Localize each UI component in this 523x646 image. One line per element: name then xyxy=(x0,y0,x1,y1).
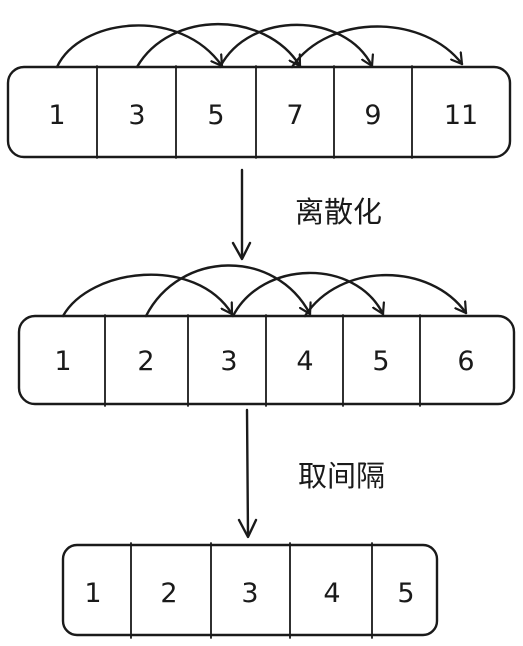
down-arrow-line xyxy=(245,408,250,538)
jump-arrow xyxy=(231,271,383,318)
jump-arrow xyxy=(135,22,302,69)
jump-arrow xyxy=(290,25,464,69)
jump-arrow xyxy=(55,24,224,69)
original-cell-2: 3 xyxy=(128,100,145,131)
original-cell-5: 9 xyxy=(364,100,381,131)
original-cell-6: 11 xyxy=(444,100,478,131)
discretized-array-row: 1 2 3 4 5 6 xyxy=(17,264,516,407)
interval-array-row: 1 2 3 4 5 xyxy=(61,542,439,639)
discretized-cell-4: 4 xyxy=(296,346,313,377)
jump-arrow xyxy=(218,23,372,69)
discretized-cell-3: 3 xyxy=(220,346,237,377)
discretized-cell-5: 5 xyxy=(372,346,389,377)
down-arrow-head xyxy=(237,518,258,539)
interval-cell-2: 2 xyxy=(160,578,177,609)
jump-arrow xyxy=(144,264,310,318)
step-label-take-interval: 取间隔 xyxy=(298,459,385,493)
discretized-cell-1: 1 xyxy=(54,346,71,377)
interval-cell-1: 1 xyxy=(84,578,101,609)
interval-cell-5: 5 xyxy=(397,578,414,609)
down-arrow-head xyxy=(231,241,252,261)
discretized-cell-2: 2 xyxy=(137,346,154,377)
step-label-discretize: 离散化 xyxy=(295,195,382,229)
original-array-box xyxy=(6,65,512,159)
interval-array-box xyxy=(61,543,439,637)
original-cell-3: 5 xyxy=(207,100,224,131)
jump-arrow xyxy=(61,273,234,318)
interval-cell-3: 3 xyxy=(241,578,258,609)
original-array-row: 1 3 5 7 9 11 xyxy=(6,22,512,159)
interval-cell-4: 4 xyxy=(323,578,340,609)
original-cell-1: 1 xyxy=(48,100,65,131)
discretized-cell-6: 6 xyxy=(457,346,474,377)
jump-arrow xyxy=(303,274,468,318)
original-cell-4: 7 xyxy=(286,100,303,131)
